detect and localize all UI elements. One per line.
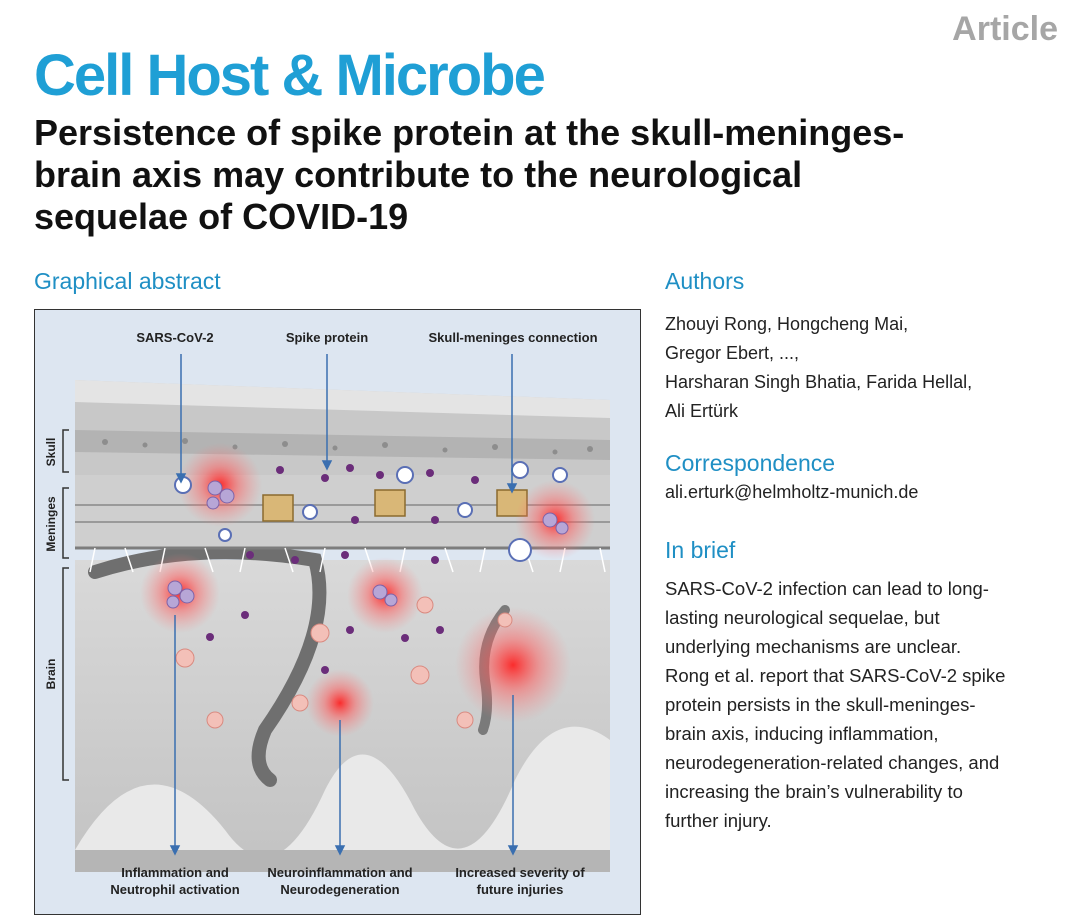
title-line: Persistence of spike protein at the skul… xyxy=(34,112,905,153)
correspondence-heading: Correspondence xyxy=(665,450,836,476)
journal-name: Cell Host & Microbe xyxy=(34,43,546,108)
label-increased-severity: Increased severity of xyxy=(455,865,585,880)
side-label-meninges: Meninges xyxy=(44,496,58,552)
article-title: Persistence of spike protein at the skul… xyxy=(34,112,1054,238)
brief-line: SARS-CoV-2 infection can lead to long- xyxy=(665,578,989,599)
brief-line: neurodegeneration-related changes, and xyxy=(665,752,1000,773)
glial-cells xyxy=(175,596,513,729)
side-label-brain: Brain xyxy=(44,659,58,690)
author-line: Ali Ertürk xyxy=(665,401,739,421)
brief-line: underlying mechanisms are unclear. xyxy=(665,636,962,657)
in-brief-heading: In brief xyxy=(665,537,736,563)
brief-line: Rong et al. report that SARS-CoV-2 spike xyxy=(665,665,1006,686)
label-spike-protein: Spike protein xyxy=(286,330,368,345)
spike-proteins xyxy=(206,464,479,674)
inflammation-glow xyxy=(455,607,571,723)
authors-list: Zhouyi Rong, Hongcheng Mai, Gregor Ebert… xyxy=(665,310,1065,426)
skull-pores xyxy=(102,438,593,455)
author-line: Zhouyi Rong, Hongcheng Mai, xyxy=(665,314,909,334)
correspondence-email[interactable]: ali.erturk@helmholtz-munich.de xyxy=(665,482,919,502)
brief-line: brain axis, inducing inflammation, xyxy=(665,723,939,744)
in-brief-text: SARS-CoV-2 infection can lead to long- l… xyxy=(665,574,1070,835)
brief-line: protein persists in the skull-meninges- xyxy=(665,694,976,715)
label-neuroinflammation: Neuroinflammation and xyxy=(267,865,412,880)
brief-line: increasing the brain’s vulnerability to xyxy=(665,781,963,802)
brain-gyri xyxy=(75,726,610,858)
side-brackets xyxy=(62,429,69,781)
inflammation-glow xyxy=(306,669,374,737)
side-label-skull: Skull xyxy=(44,438,58,467)
skull-meninges-channel xyxy=(262,494,294,522)
title-line: sequelae of COVID-19 xyxy=(34,196,409,237)
skull-meninges-channel xyxy=(374,489,406,517)
title-line: brain axis may contribute to the neurolo… xyxy=(34,154,803,195)
author-line: Harsharan Singh Bhatia, Farida Hellal, xyxy=(665,372,973,392)
authors-heading: Authors xyxy=(665,268,745,294)
annotation-arrows xyxy=(169,354,519,856)
brief-line: further injury. xyxy=(665,810,772,831)
label-inflammation: Inflammation and xyxy=(121,865,229,880)
brain-base xyxy=(75,850,610,872)
graphical-abstract-heading: Graphical abstract xyxy=(34,268,221,294)
virus-particles xyxy=(174,461,568,562)
label-neurodegeneration: Neurodegeneration xyxy=(280,882,399,897)
graphical-abstract-illustration: Skull Meninges Brain SARS-CoV-2 Spike pr… xyxy=(44,330,610,897)
skull-top xyxy=(75,380,610,418)
immune-cells xyxy=(166,480,569,609)
brief-line: lasting neurological sequelae, but xyxy=(665,607,940,628)
graphical-abstract-figure: Skull Meninges Brain SARS-CoV-2 Spike pr… xyxy=(34,309,641,915)
label-future-injuries: future injuries xyxy=(477,882,564,897)
label-skull-meninges-connection: Skull-meninges connection xyxy=(428,330,597,345)
label-sars-cov-2: SARS-CoV-2 xyxy=(136,330,213,345)
label-neutrophil-activation: Neutrophil activation xyxy=(110,882,239,897)
author-line: Gregor Ebert, ..., xyxy=(665,343,800,363)
article-type-tag: Article xyxy=(952,10,1058,48)
